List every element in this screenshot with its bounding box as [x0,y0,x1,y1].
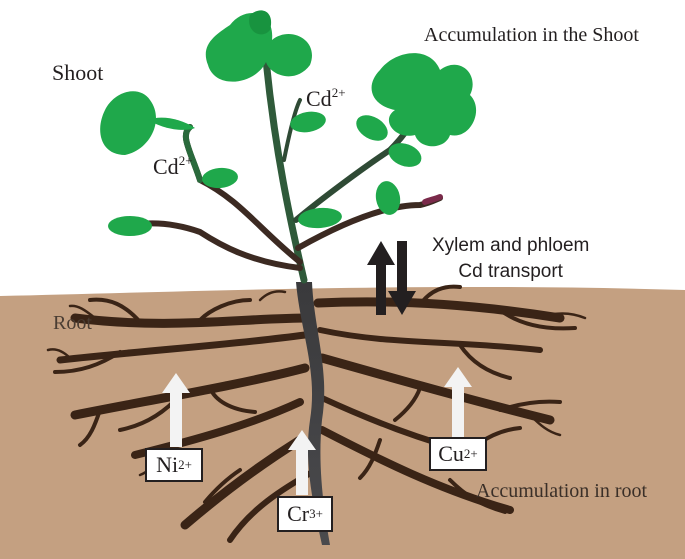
cd-left-charge: 2+ [178,153,193,168]
cd-left-symbol: Cd [153,154,179,179]
shoot-label: Shoot [52,60,104,85]
down-arrow [388,241,416,315]
cu-symbol: Cu [438,441,464,466]
ni-arrow [162,373,190,447]
up-arrow [367,241,395,315]
cd-upper-charge: 2+ [331,85,346,100]
cd-upper-symbol: Cd [306,86,332,111]
transport-line2: Cd transport [458,261,563,282]
accumulation-root-label: Accumulation in root [476,480,648,502]
leaves [100,10,477,236]
transport-label: Xylem and phloem Cd transport [432,233,589,285]
transport-arrows [367,241,416,315]
ni-symbol: Ni [156,452,179,477]
cr-symbol: Cr [287,501,310,526]
cd-upper-label: Cd2+ [306,86,346,112]
taproot [296,282,330,545]
cr-arrow [288,430,316,495]
uptake-arrows [162,367,472,495]
cu-arrow [444,367,472,437]
cd-left-label: Cd2+ [153,154,193,180]
accumulation-shoot-label: Accumulation in the Shoot [424,24,639,46]
transport-line1: Xylem and phloem [432,235,590,256]
root-label: Root [53,312,92,334]
soil [0,286,685,559]
